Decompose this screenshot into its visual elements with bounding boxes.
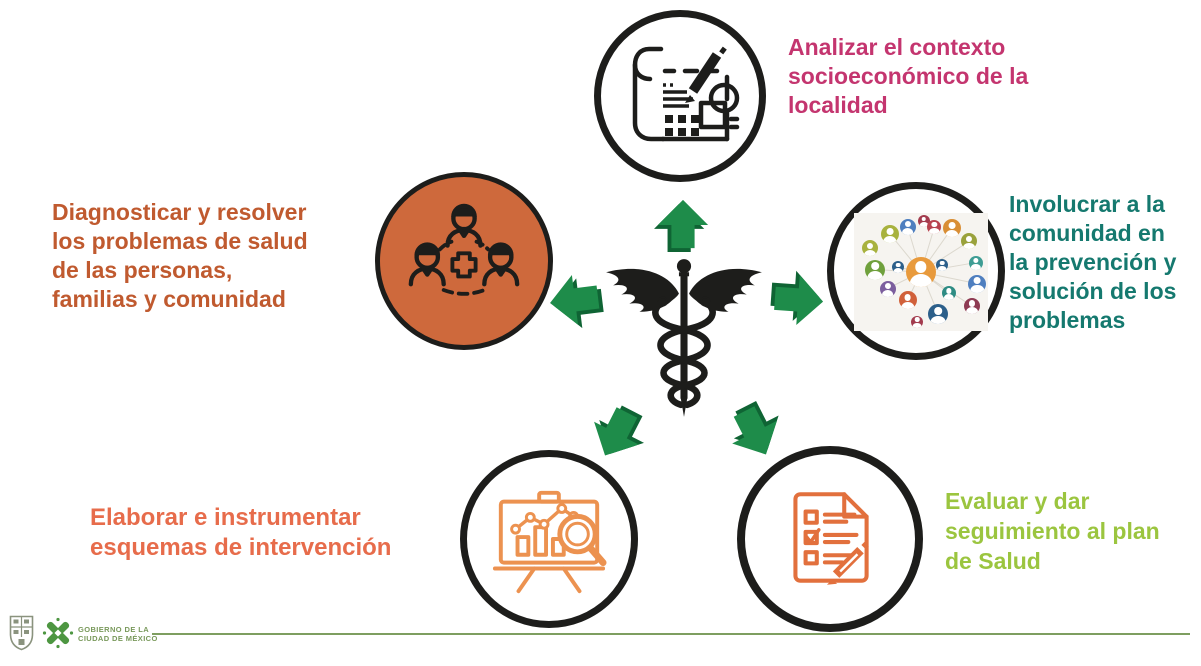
blueprint-pixel-squares xyxy=(665,115,699,136)
node-circle-evaluar xyxy=(737,446,923,632)
person-avatar-icon xyxy=(906,257,936,287)
government-wordmark: GOBIERNO DE LA CIUDAD DE MÉXICO xyxy=(78,625,158,643)
node-circle-elaborar xyxy=(460,450,638,628)
pencil-glyph xyxy=(685,46,727,103)
node-circle-analizar xyxy=(594,10,766,182)
caduceus-icon xyxy=(598,256,770,420)
person-avatar-icon xyxy=(936,258,949,271)
node-circle-diagnosticar xyxy=(375,172,553,350)
blueprint-plan-icon xyxy=(632,46,740,142)
person-avatar-icon xyxy=(862,240,879,257)
pencil-glyph xyxy=(826,541,869,585)
node-circle-involucrar xyxy=(827,182,1005,360)
arrow-up-icon xyxy=(654,196,712,252)
person-avatar-icon xyxy=(928,304,949,325)
person-avatar-icon xyxy=(968,274,987,293)
label-involucrar: Involucrar a la comunidad en la prevenci… xyxy=(1009,191,1177,333)
person-avatar-icon xyxy=(899,219,916,236)
arrow-down-left-icon xyxy=(577,396,654,472)
person-avatar-icon xyxy=(879,280,896,297)
person-avatar-icon xyxy=(942,286,957,301)
person-avatar-icon xyxy=(963,298,980,315)
magnifier-glyph xyxy=(557,513,607,567)
person-avatar-icon xyxy=(865,259,886,280)
label-diagnosticar: Diagnosticar y resolver los problemas de… xyxy=(52,199,308,312)
label-analizar: Analizar el contexto socioeconómico de l… xyxy=(788,34,1029,118)
person-avatar-icon xyxy=(927,220,942,235)
mexico-city-crest-logo xyxy=(9,615,34,651)
checklist-evaluation-icon xyxy=(793,492,869,585)
person-avatar-icon xyxy=(881,225,900,244)
community-network-image xyxy=(854,213,988,331)
person-avatar-icon xyxy=(898,291,917,310)
person-avatar-icon xyxy=(892,261,905,274)
label-evaluar: Evaluar y dar seguimiento al plan de Sal… xyxy=(945,488,1160,574)
arrow-left-icon xyxy=(543,268,606,332)
arrow-down-right-icon xyxy=(716,395,793,471)
person-avatar-icon xyxy=(917,215,930,228)
arrow-right-icon xyxy=(769,269,829,331)
cdmx-x-logo xyxy=(42,617,74,649)
medical-team-icon xyxy=(408,203,520,296)
person-avatar-icon xyxy=(910,315,923,328)
label-elaborar: Elaborar e instrumentar esquemas de inte… xyxy=(90,504,392,561)
chart-analysis-icon xyxy=(492,490,607,594)
person-avatar-icon xyxy=(942,219,961,238)
person-avatar-icon xyxy=(961,233,978,250)
footer-divider xyxy=(152,633,1190,635)
person-avatar-icon xyxy=(968,255,983,270)
